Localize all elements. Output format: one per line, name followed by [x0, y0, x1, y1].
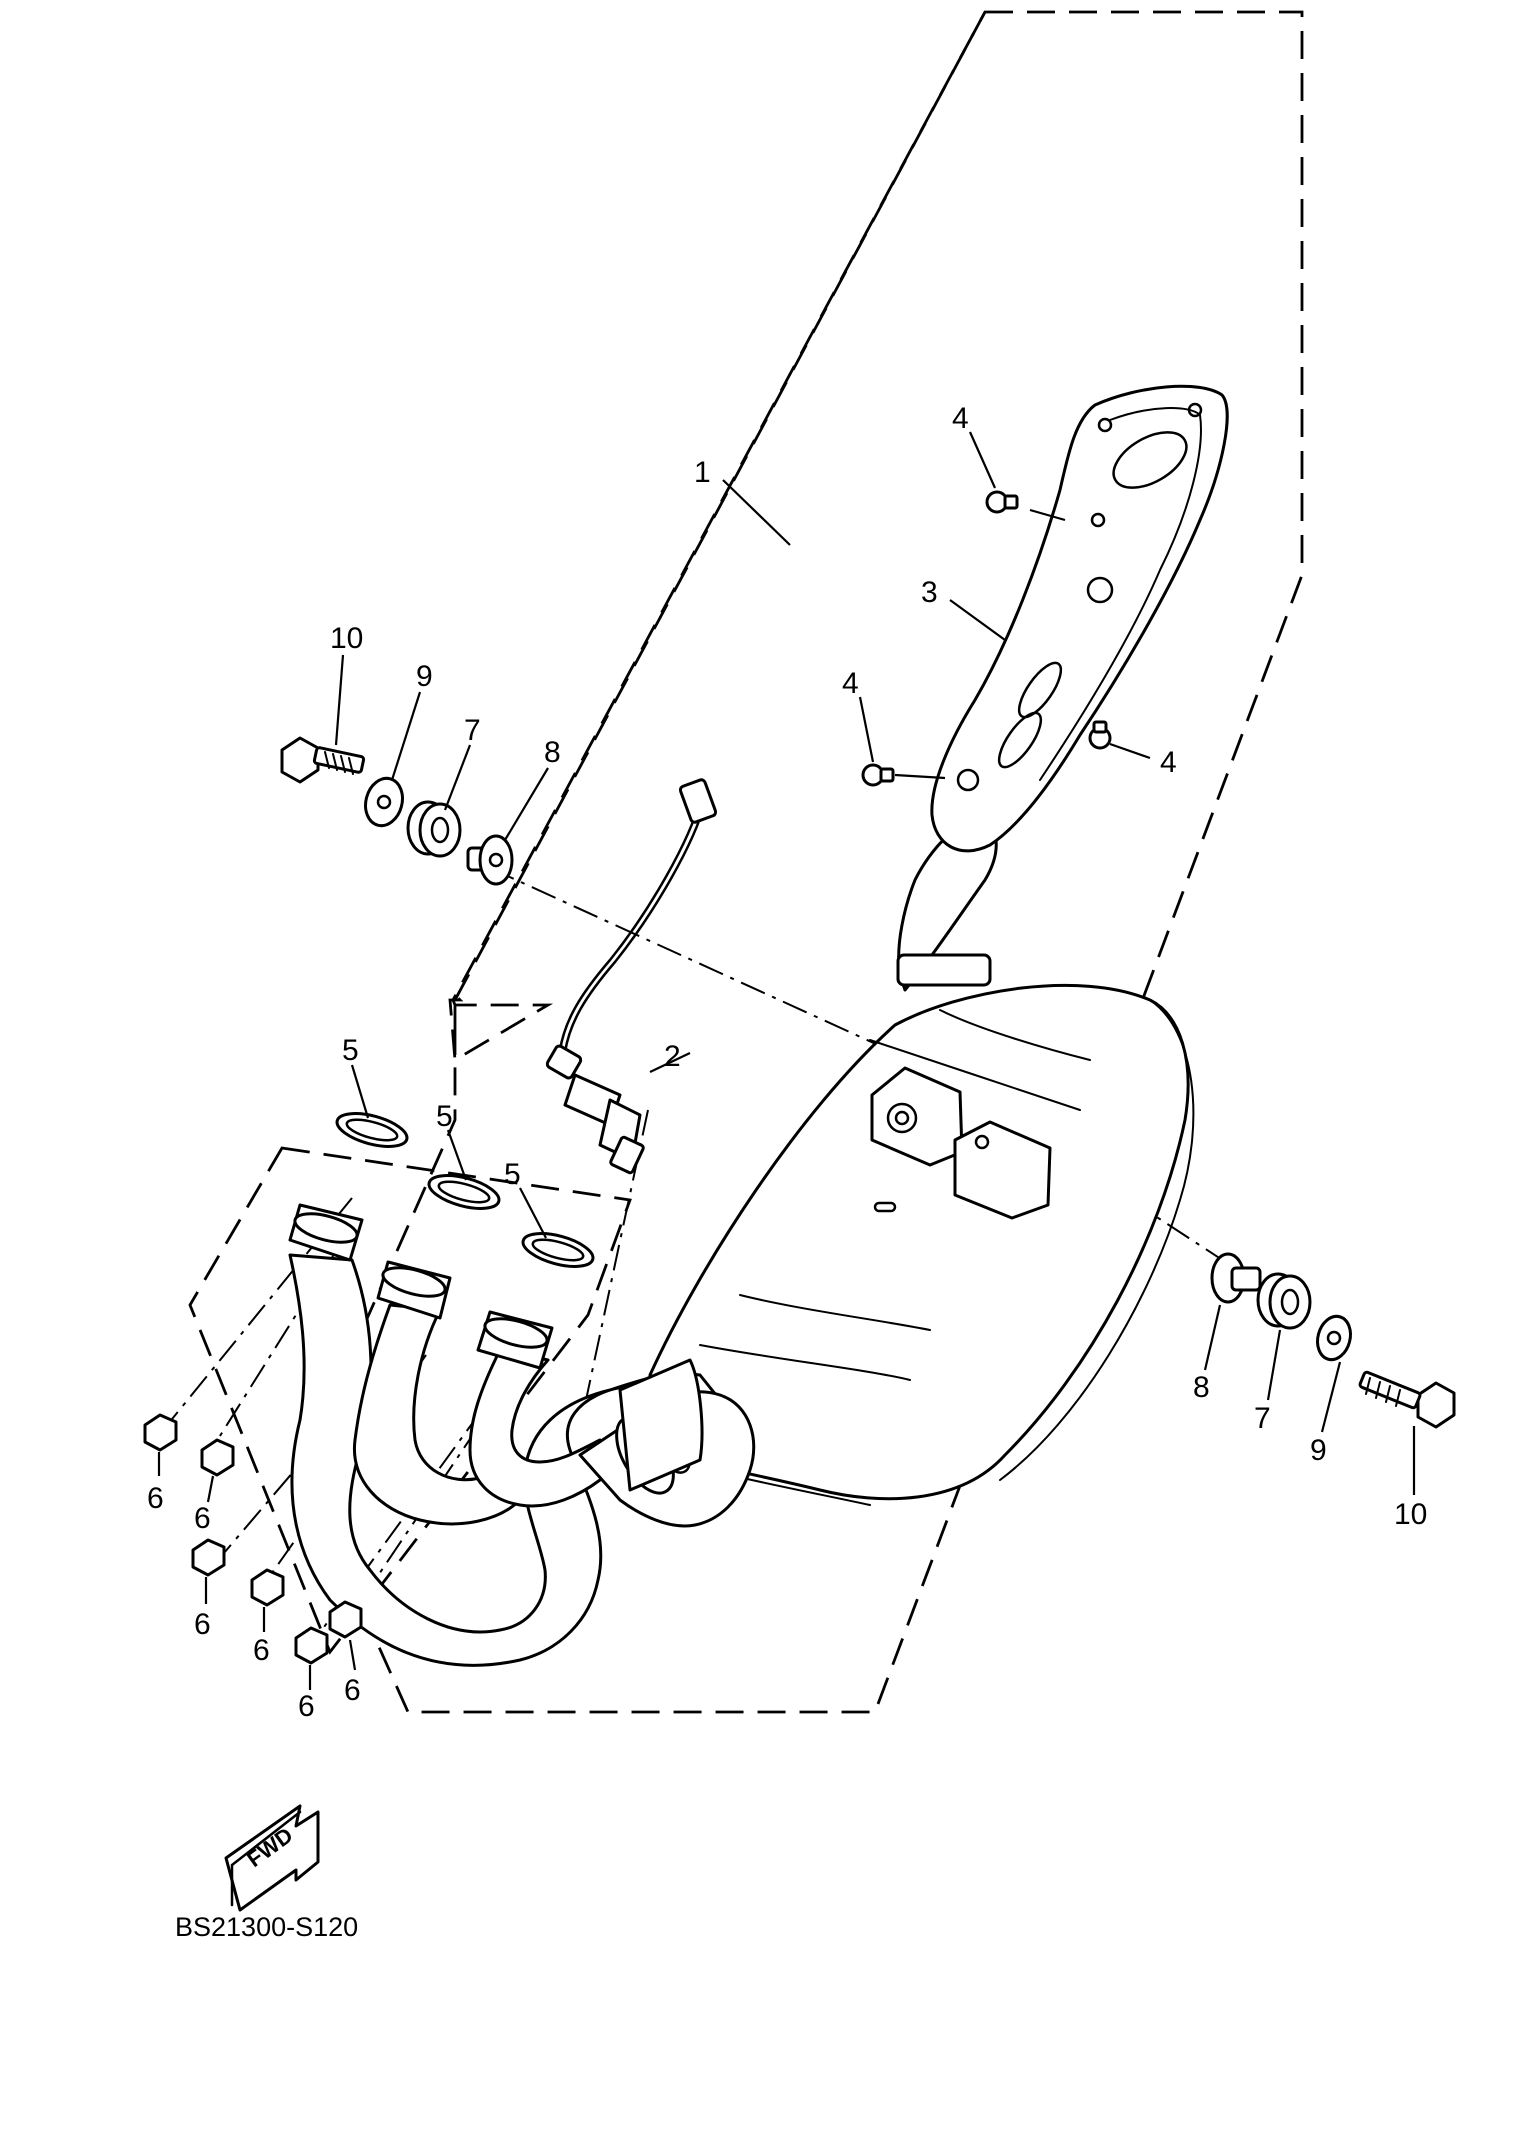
leader-4c: [1109, 742, 1151, 760]
callout-4-left: 4: [842, 667, 859, 700]
collar-right: [1210, 1252, 1262, 1304]
callout-7-right: 7: [1254, 1402, 1271, 1435]
callout-10-left: 10: [330, 622, 363, 655]
callout-6-a: 6: [147, 1482, 164, 1515]
leader-9b: [1320, 1361, 1342, 1433]
mount-axis-left: [489, 867, 901, 1056]
nut-3: [191, 1538, 226, 1577]
leader-2: [649, 1052, 691, 1073]
pipe-axis-6: [299, 1409, 483, 1661]
callout-1: 1: [694, 456, 711, 489]
leader-5b: [446, 1129, 468, 1181]
callout-4-right: 4: [1160, 746, 1177, 779]
leader-7b: [1266, 1329, 1282, 1401]
leader-8b: [1203, 1304, 1222, 1371]
muffler-assembly: [648, 819, 1195, 1506]
callout-6-c: 6: [194, 1608, 211, 1641]
nut-5: [294, 1626, 329, 1665]
nut-6: [328, 1600, 363, 1639]
damper-left: [406, 800, 462, 858]
leader-4b-b: [894, 773, 946, 780]
damper-right: [1256, 1272, 1312, 1330]
callout-7-left: 7: [464, 714, 481, 747]
screw-top: [985, 490, 1019, 514]
assembly-1-boundary: [298, 10, 1304, 1714]
callout-8-left: 8: [544, 736, 561, 769]
screw-right: [1088, 720, 1112, 750]
gasket-3: [521, 1232, 595, 1268]
heat-shield: [930, 384, 1229, 853]
callout-5-a: 5: [342, 1034, 359, 1067]
leader-5a: [350, 1064, 370, 1119]
callout-6-b: 6: [194, 1502, 211, 1535]
drawing-code: BS21300-S120: [175, 1912, 358, 1942]
collar-left: [466, 834, 514, 886]
leader-1: [722, 479, 791, 546]
leader-3: [949, 599, 1006, 641]
washer-right: [1316, 1314, 1352, 1362]
screw-left: [861, 763, 895, 787]
callout-2: 2: [664, 1040, 681, 1073]
callout-6-e: 6: [298, 1690, 315, 1723]
oxygen-sensor: [545, 778, 718, 1175]
leader-6b: [206, 1475, 215, 1503]
washer-left: [364, 776, 404, 828]
callout-3: 3: [921, 576, 938, 609]
nut-1: [143, 1413, 178, 1452]
leader-4a: [968, 431, 997, 489]
callout-5-c: 5: [504, 1158, 521, 1191]
callout-8-right: 8: [1193, 1371, 1210, 1404]
leader-6f: [348, 1639, 357, 1671]
leader-4a-b: [1029, 508, 1066, 522]
callout-9-left: 9: [416, 660, 433, 693]
nut-2: [200, 1438, 235, 1477]
callout-4-top: 4: [952, 402, 969, 435]
callout-6-f: 6: [344, 1674, 361, 1707]
gasket-1: [335, 1112, 409, 1148]
gasket-2: [427, 1174, 501, 1210]
leader-5c: [519, 1187, 547, 1239]
exhaust-header-pipes: [288, 1203, 756, 1667]
leader-10a: [334, 654, 345, 746]
callout-9-right: 9: [1310, 1434, 1327, 1467]
bolt-right: [1358, 1370, 1456, 1429]
callout-10-right: 10: [1394, 1498, 1427, 1531]
pipe-axis-2: [207, 1247, 339, 1456]
nut-4: [250, 1568, 285, 1607]
callout-6-d: 6: [253, 1634, 270, 1667]
leader-8a: [504, 767, 549, 841]
leader-7a: [443, 744, 472, 811]
leader-9a: [390, 691, 422, 781]
forward-arrow-icon: FWD: [224, 1804, 320, 1912]
assembly-1-boundary-left: [453, 11, 987, 1001]
leader-4b: [858, 696, 875, 763]
callout-5-b: 5: [436, 1100, 453, 1133]
bolt-left: [280, 736, 366, 784]
